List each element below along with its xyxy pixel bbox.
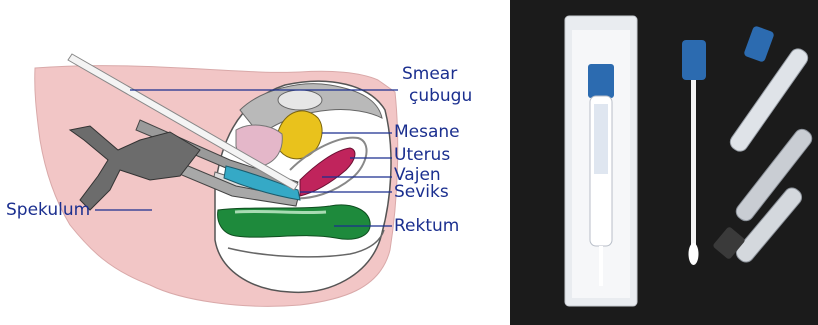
label-uterus: Uterus bbox=[394, 147, 450, 164]
swab-kit-photo bbox=[510, 0, 818, 325]
swab-cap bbox=[682, 40, 706, 80]
label-spekulum: Spekulum bbox=[6, 202, 90, 219]
label-cubugu: çubugu bbox=[409, 88, 472, 105]
swab-shaft bbox=[691, 80, 696, 250]
loose-cap bbox=[743, 25, 775, 63]
rectum-shape bbox=[218, 205, 371, 239]
intestine-loop bbox=[278, 90, 322, 110]
package-tube-label bbox=[594, 104, 608, 174]
swab-tip bbox=[689, 243, 699, 265]
label-smear: Smear bbox=[402, 66, 457, 83]
rectum-highlight bbox=[235, 211, 326, 212]
label-mesane: Mesane bbox=[394, 124, 460, 141]
package-tube-cap bbox=[588, 64, 614, 98]
package-swab-shaft bbox=[599, 246, 603, 286]
label-seviks: Seviks bbox=[394, 184, 449, 201]
label-rektum: Rektum bbox=[394, 218, 459, 235]
swab-kit-illustration bbox=[510, 0, 818, 325]
